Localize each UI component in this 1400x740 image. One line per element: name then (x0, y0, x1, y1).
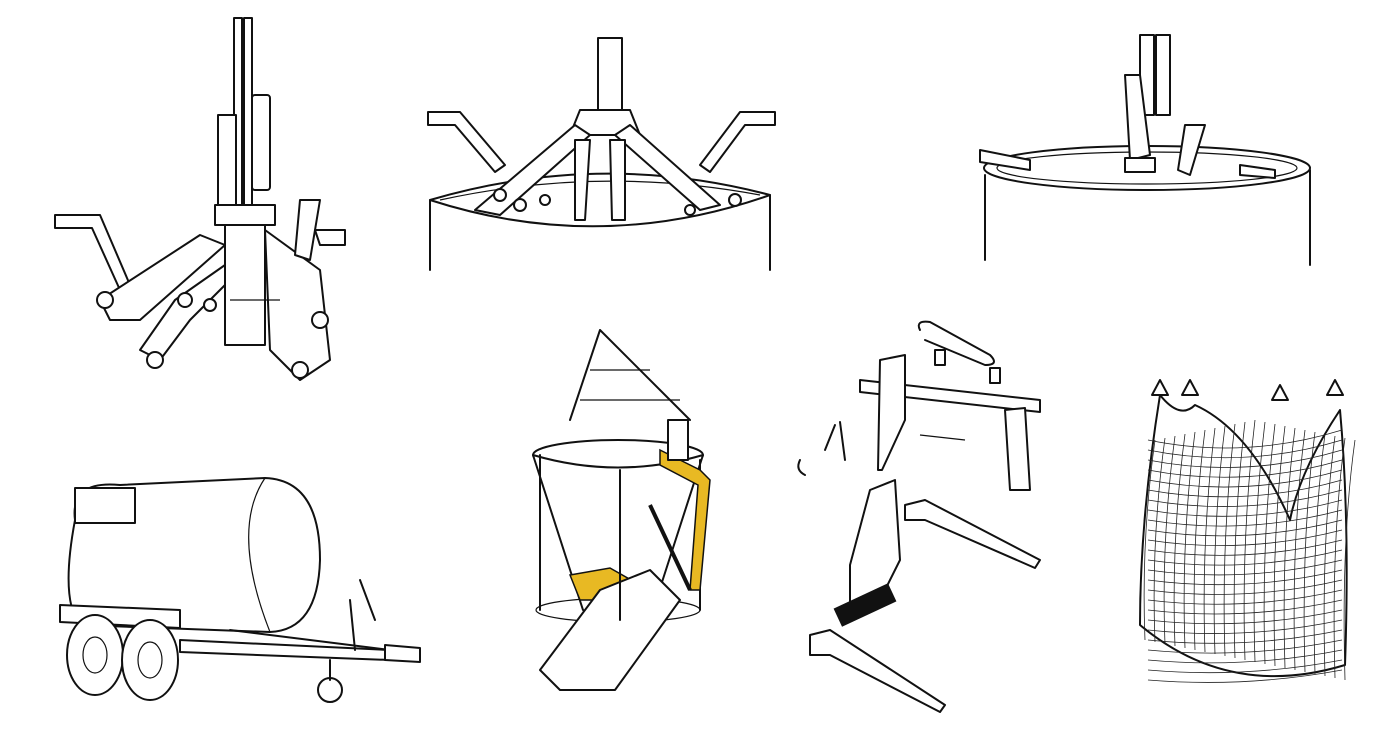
net-strand (1147, 639, 1343, 654)
net-strand (1283, 427, 1296, 669)
net-strand (1253, 421, 1266, 663)
net-strand (1147, 499, 1343, 517)
net-strand (1147, 589, 1343, 605)
net-strand (1333, 437, 1346, 679)
net-strand (1153, 437, 1166, 643)
net-strand (1147, 579, 1343, 595)
net-strand (1163, 435, 1176, 645)
net-strand (1147, 449, 1343, 468)
net-strand (1147, 559, 1343, 576)
net-strand (1303, 431, 1316, 673)
net-strand (1143, 439, 1156, 641)
net-strand (1147, 669, 1343, 683)
net-strand (1147, 619, 1343, 634)
net-strand (1173, 433, 1186, 647)
net-strand (1233, 421, 1246, 659)
net-strand (1147, 649, 1343, 664)
net-strand (1223, 423, 1236, 657)
grab-clamp-in-pipe-side-icon (979, 34, 1311, 266)
tank-trailer-icon (59, 477, 421, 703)
net-strand (1147, 429, 1343, 449)
net-strand (1273, 425, 1286, 667)
grab-clamp-in-pipe-top-icon (427, 37, 776, 271)
net-strand (1213, 425, 1226, 655)
net-mesh (1143, 419, 1356, 683)
net-strand (1147, 439, 1343, 459)
net-strand (1263, 423, 1276, 665)
net-strand (1343, 439, 1356, 681)
net-strand (1147, 609, 1343, 625)
net-strand (1243, 419, 1256, 661)
net-strand (1147, 599, 1343, 615)
net-strand (1147, 549, 1343, 566)
net-strand (1147, 529, 1343, 546)
net-strand (1147, 629, 1343, 644)
net-strand (1147, 459, 1343, 478)
lifting-net-icon (1139, 379, 1356, 683)
net-strand (1147, 469, 1343, 488)
grab-clamp-open-icon (54, 17, 346, 381)
net-strand (1147, 479, 1343, 498)
net-strand (1147, 659, 1343, 674)
net-strand (1203, 427, 1216, 653)
net-strand (1147, 509, 1343, 527)
net-strand (1147, 489, 1343, 507)
net-strand (1183, 431, 1196, 649)
net-strand (1147, 539, 1343, 556)
net-strand (1147, 569, 1343, 586)
net-strand (1313, 433, 1326, 675)
net-strand (1147, 519, 1343, 537)
fork-attachment-parts-icon (797, 320, 1041, 713)
concrete-skip-icon (532, 329, 711, 691)
